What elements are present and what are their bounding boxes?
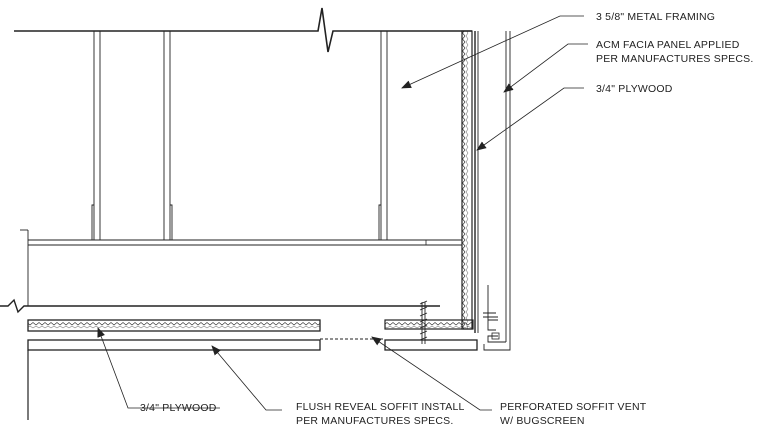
label-soffit-vent-line2: W/ BUGSCREEN: [500, 415, 585, 427]
corner-plywood: [384, 319, 474, 330]
metal-stud-3: [378, 30, 388, 241]
label-plywood-top: 3/4" PLYWOOD: [596, 83, 673, 95]
acm-fascia-panel: [474, 31, 511, 351]
metal-stud-2: [163, 30, 173, 241]
flush-reveal-soffit-panel: [27, 339, 478, 351]
label-acm-panel-line1: ACM FACIA PANEL APPLIED: [596, 39, 740, 51]
left-wall-break: [0, 298, 440, 420]
label-soffit-vent-line1: PERFORATED SOFFIT VENT: [500, 401, 647, 413]
label-flush-reveal-line1: FLUSH REVEAL SOFFIT INSTALL: [296, 401, 465, 413]
label-plywood-bottom: 3/4" PLYWOOD: [140, 402, 217, 414]
label-metal-framing: 3 5/8" METAL FRAMING: [596, 11, 715, 23]
fastener: [419, 300, 428, 344]
leader-lines: [97, 15, 588, 411]
label-flush-reveal-line2: PER MANUFACTURES SPECS.: [296, 415, 453, 427]
vertical-plywood: [461, 30, 473, 330]
bottom-track: [20, 229, 462, 306]
top-boundary-line: [14, 7, 472, 53]
metal-stud-1: [91, 30, 101, 241]
label-acm-panel-line2: PER MANUFACTURES SPECS.: [596, 53, 753, 65]
soffit-plywood-left: [27, 319, 321, 332]
